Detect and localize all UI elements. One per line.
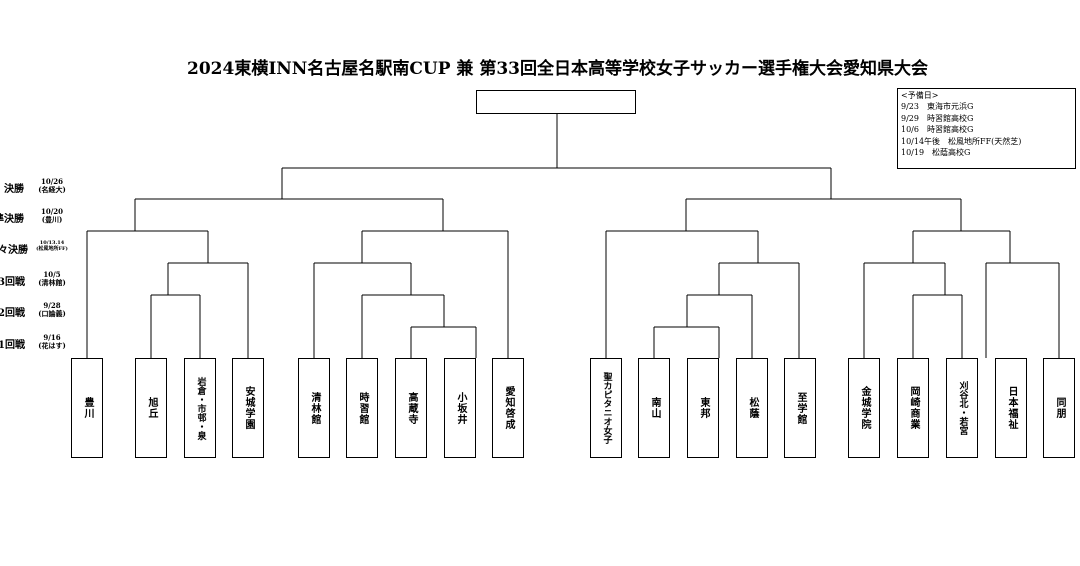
reserve-days-box: <予備日> 9/23 東海市元浜G 9/29 時習館高校G 10/6 時習館高校… [897,88,1076,169]
round-date: 10/26(名経大) [38,177,66,194]
round-name: 決勝 [4,184,24,195]
round-date: 9/28(口論義) [38,301,66,318]
team-box: 愛知啓成 [492,358,524,458]
team-box: 高蔵寺 [395,358,427,458]
page-title: 2024東横INN名古屋名駅南CUP 兼 第33回全日本高等学校女子サッカー選手… [187,59,928,79]
reserve-day-line: 9/23 東海市元浜G [901,102,974,112]
team-box: 岡崎商業 [897,358,929,458]
team-box: 同朋 [1043,358,1075,458]
reserve-day-line: 10/14午後 松風地所FF(天然芝) [901,136,1022,146]
team-box: 金城学院 [848,358,880,458]
team-box: 松蔭 [736,358,768,458]
round-name: 2回戦 [0,308,25,319]
reserve-days-header: <予備日> [901,91,939,100]
team-box: 安城学園 [232,358,264,458]
round-name: 1回戦 [0,340,25,351]
team-box: 刈谷北・若宮 [946,358,978,458]
champion-box [476,90,636,114]
team-box: 清林館 [298,358,330,458]
round-date: 10/20(豊川) [40,207,64,224]
round-date: 10/13.14(松風地所FF) [36,240,68,252]
team-box: 小坂井 [444,358,476,458]
team-box: 時習館 [346,358,378,458]
team-box: 岩倉・市邨・泉 [184,358,216,458]
team-box: 東邦 [687,358,719,458]
reserve-day-line: 10/19 松蔭高校G [901,148,971,158]
round-name: 々決勝 [0,245,28,256]
team-box: 旭丘 [135,358,167,458]
reserve-day-line: 10/6 時習館高校G [901,125,974,135]
round-name: 3回戦 [0,277,25,288]
team-box: 南山 [638,358,670,458]
round-date: 10/5(清林館) [38,270,66,287]
team-box: 豊川 [71,358,103,458]
reserve-day-line: 9/29 時習館高校G [901,113,974,123]
team-box: 聖カピタニオ女子 [590,358,622,458]
round-date: 9/16(花はす) [38,333,66,350]
team-box: 至学館 [784,358,816,458]
team-box: 日本福祉 [995,358,1027,458]
round-name: 準決勝 [0,214,24,225]
